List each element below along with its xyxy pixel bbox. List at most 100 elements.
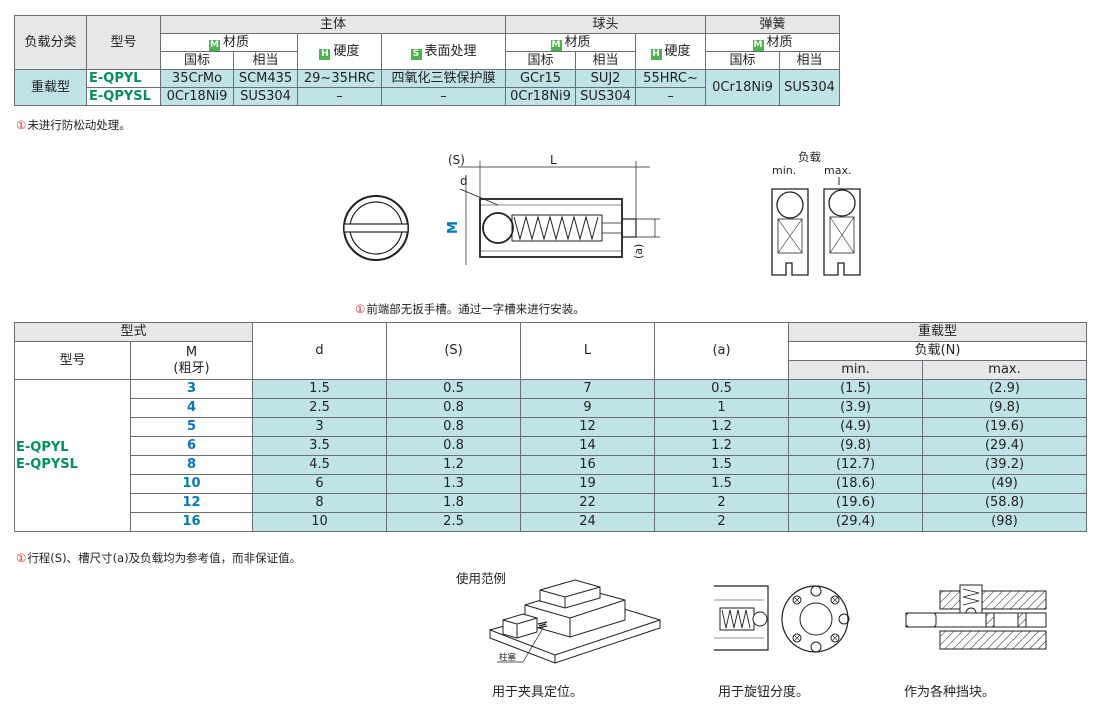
note-reference-values: ①行程(S)、槽尺寸(a)及负载均为参考值，而非保证值。 <box>16 551 302 565</box>
cell-a: 0.5 <box>654 379 790 399</box>
load-label: 负载 <box>798 150 821 164</box>
cell: 0Cr18Ni9 <box>505 87 577 106</box>
header-max: max. <box>922 360 1088 380</box>
table-row: E-QPYSL 0Cr18Ni9 SUS304 – – 0Cr18Ni9 SUS… <box>15 87 840 106</box>
cell-min: (12.7) <box>788 455 924 475</box>
cell-l: 9 <box>520 398 656 418</box>
header-a: (a) <box>654 322 790 380</box>
cell-l: 12 <box>520 417 656 437</box>
cell-s: 0.8 <box>386 417 522 437</box>
cell-l: 19 <box>520 474 656 494</box>
cell: 0Cr18Ni9 <box>705 69 781 106</box>
cell: – <box>635 87 707 106</box>
cell: 四氧化三铁保护膜 <box>380 69 507 88</box>
plunger-drawing: (S) L d M (a) 负载 min. max. <box>343 150 861 276</box>
cell-a: 2 <box>654 493 790 513</box>
header-s: (S) <box>386 322 522 380</box>
surface-badge-icon: S <box>410 48 422 60</box>
cell-s: 1.2 <box>386 455 522 475</box>
cell-s: 1.8 <box>386 493 522 513</box>
cell-a: 1.2 <box>654 417 790 437</box>
cell: – <box>380 87 507 106</box>
dim-l-label: L <box>550 153 557 167</box>
cell-s: 1.3 <box>386 474 522 494</box>
dim-m-label: M <box>446 221 461 234</box>
cell-m: 16 <box>129 512 254 532</box>
model-code: E-QPYL <box>86 69 161 88</box>
hardness-badge-icon: H <box>650 48 662 60</box>
cell-m: 3 <box>129 379 254 399</box>
cell: – <box>297 87 382 106</box>
cell-min: (19.6) <box>788 493 924 513</box>
table-row: 8 4.5 1.2 16 1.5 (12.7) (39.2) <box>15 455 1088 475</box>
cell-s: 2.5 <box>386 512 522 532</box>
cell-a: 1 <box>654 398 790 418</box>
note-mark-icon: ① <box>16 118 27 132</box>
cell-l: 7 <box>520 379 656 399</box>
dim-s-label: (S) <box>448 153 465 167</box>
cell: SUS304 <box>779 69 841 106</box>
cell-l: 24 <box>520 512 656 532</box>
cell-l: 16 <box>520 455 656 475</box>
cell-d: 8 <box>252 493 388 513</box>
header-heavy: 重载型 <box>788 322 1088 342</box>
cell: SUJ2 <box>575 69 637 88</box>
cell-s: 0.5 <box>386 379 522 399</box>
cell-min: (3.9) <box>788 398 924 418</box>
plunger-label: 柱塞 <box>499 652 517 663</box>
cell-d: 2.5 <box>252 398 388 418</box>
cell: GCr15 <box>505 69 577 88</box>
cell-min: (4.9) <box>788 417 924 437</box>
cell: 0Cr18Ni9 <box>160 87 234 106</box>
note-mark-icon: ① <box>16 551 27 565</box>
note-no-locking: ①未进行防松动处理。 <box>16 118 131 132</box>
cell-max: (39.2) <box>922 455 1088 475</box>
cell: SUS304 <box>575 87 637 106</box>
header-national: 国标 <box>705 51 781 70</box>
material-badge-icon: M <box>208 39 220 51</box>
table-row: 重载型 E-QPYL 35CrMo SCM435 29~35HRC 四氧化三铁保… <box>14 69 841 106</box>
table-row: 6 3.5 0.8 14 1.2 (9.8) (29.4) <box>15 436 1088 456</box>
hardness-badge-icon: H <box>319 48 331 60</box>
indexing-example-drawing <box>714 585 850 653</box>
cell-max: (9.8) <box>922 398 1088 418</box>
header-national: 国标 <box>160 51 234 70</box>
material-badge-icon: M <box>752 39 764 51</box>
table-row: 16 10 2.5 24 2 (29.4) (98) <box>15 512 1088 532</box>
examples-title: 使用范例 <box>456 571 507 586</box>
cell-min: (9.8) <box>788 436 924 456</box>
dimension-lines <box>458 161 660 265</box>
material-badge-icon: M <box>550 39 562 51</box>
note-mark-icon: ① <box>355 302 366 316</box>
cell-max: (49) <box>922 474 1088 494</box>
cell-m: 8 <box>129 455 254 475</box>
header-equivalent: 相当 <box>233 51 298 70</box>
dim-d-label: d <box>460 174 468 188</box>
header-load-class: 负载分类 <box>14 15 87 70</box>
load-type-cell: 重载型 <box>14 69 87 106</box>
cell-d: 1.5 <box>252 379 388 399</box>
cell-max: (19.6) <box>922 417 1088 437</box>
table-row: 4 2.5 0.8 9 1 (3.9) (9.8) <box>15 398 1088 418</box>
table-row: 5 3 0.8 12 1.2 (4.9) (19.6) <box>15 417 1088 437</box>
caption-stopper: 作为各种挡块。 <box>904 685 996 700</box>
header-equivalent: 相当 <box>575 51 637 70</box>
model-code: E-QPYSL <box>86 87 161 106</box>
note-no-wrench-slot: ①前端部无扳手槽。通过一字槽来进行安装。 <box>355 302 585 316</box>
cell-min: (18.6) <box>788 474 924 494</box>
cell-m: 4 <box>129 398 254 418</box>
header-load: 负载(N) <box>788 341 1088 361</box>
caption-fixture: 用于夹具定位。 <box>492 685 584 700</box>
stopper-example-drawing <box>905 584 1047 650</box>
cell-m: 12 <box>129 493 254 513</box>
cell-a: 1.2 <box>654 436 790 456</box>
fixture-example-drawing: 柱塞 <box>488 579 662 664</box>
cell-m: 10 <box>129 474 254 494</box>
header-m: M(粗牙) <box>129 341 254 380</box>
